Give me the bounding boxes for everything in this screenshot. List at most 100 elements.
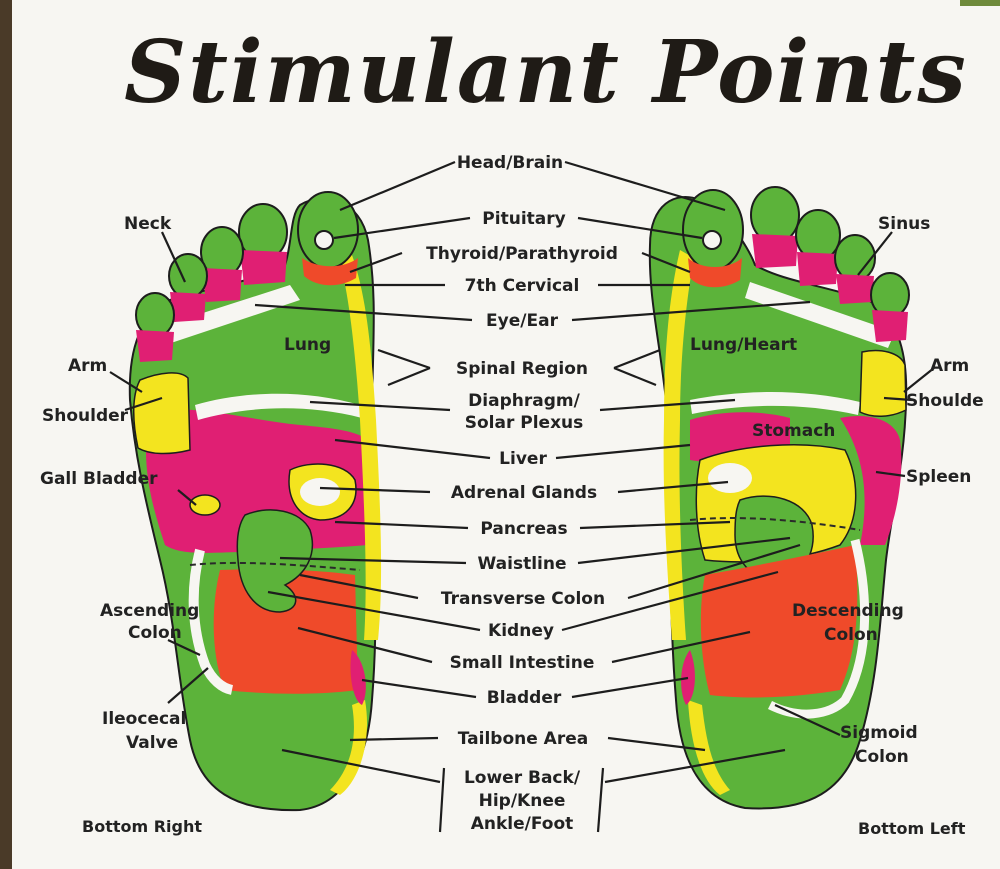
label-hip-knee: Hip/Knee: [479, 791, 566, 811]
label-ascending-colon: Colon: [128, 623, 182, 643]
label-neck: Neck: [124, 214, 172, 234]
left-spine-edge: [340, 255, 382, 640]
leader-diaphragm-right: [599, 398, 736, 412]
left-toe-3-band: [202, 268, 242, 302]
label-stomach: Stomach: [752, 421, 835, 441]
right-waistline: [689, 517, 861, 531]
leader-gall-bladder: [177, 489, 197, 506]
leader-liver-right: [555, 443, 691, 460]
right-adrenal-gland: [708, 463, 752, 493]
left-toe-4-band: [170, 292, 206, 322]
right-big-toe: [682, 189, 744, 271]
caption-bottom-left: Bottom Left: [858, 819, 966, 838]
leader-arm-left: [109, 371, 143, 393]
leader-transverse-right: [627, 543, 801, 600]
right-toe-3-band: [797, 252, 838, 286]
lowerback-bracket-left: [438, 767, 446, 833]
label-adrenal-glands: Adrenal Glands: [451, 483, 597, 503]
leader-lowerback-right: [604, 748, 786, 784]
leader-head-left: [339, 160, 456, 212]
leader-neck: [161, 231, 186, 283]
left-lung-divider: [150, 285, 300, 345]
leader-eye-right: [571, 300, 811, 322]
leader-adrenal-right: [617, 480, 729, 494]
label-diaphragm-2: Solar Plexus: [465, 413, 584, 433]
label-descending-colon: Colon: [824, 625, 878, 645]
label-arm-left: Arm: [68, 356, 107, 376]
leader-tailbone-left: [349, 736, 439, 742]
left-pancreas: [236, 509, 314, 613]
caption-bottom-right: Bottom Right: [82, 817, 202, 836]
label-ascending: Ascending: [100, 601, 199, 621]
label-transverse-colon: Transverse Colon: [441, 589, 605, 609]
right-side-labels: Sinus Lung/Heart Arm Shoulde Stomach Spl…: [690, 214, 984, 838]
left-diaphragm-line: [195, 393, 362, 420]
left-side-labels: Neck Lung Arm Shoulder Gall Bladder Asce…: [40, 214, 331, 836]
right-toe-4: [834, 234, 876, 282]
leader-waistline-right: [577, 536, 791, 565]
leader-arm-right: [903, 367, 935, 393]
right-lung-divider: [745, 282, 895, 348]
right-colon-path: [767, 538, 870, 719]
leader-adrenal-left: [319, 486, 431, 494]
right-tailbone-edge: [688, 700, 730, 795]
leader-spleen: [875, 470, 906, 478]
right-toe-4-band: [836, 274, 874, 304]
left-adrenal-gland: [300, 478, 340, 506]
label-spleen: Spleen: [906, 467, 971, 487]
label-descending: Descending: [792, 601, 904, 621]
leader-pituitary-right: [577, 216, 703, 240]
left-shoulder-zone: [132, 372, 191, 455]
label-7th-cervical: 7th Cervical: [465, 276, 580, 296]
left-gall-bladder: [189, 494, 221, 516]
leader-thyroid-left: [349, 251, 403, 274]
label-sinus: Sinus: [878, 214, 930, 234]
left-foot: [128, 191, 382, 812]
label-ileocecal: Ileocecal: [102, 709, 186, 729]
leader-lowerback-left: [281, 748, 441, 784]
leader-transverse-left: [299, 573, 419, 600]
left-waistline: [189, 561, 361, 571]
center-labels: Head/Brain Pituitary Thyroid/Parathyroid…: [426, 153, 618, 834]
leader-diaphragm-left: [309, 400, 451, 412]
leader-eye-left: [254, 303, 473, 322]
right-diaphragm-line: [690, 392, 860, 415]
label-shoulder-left: Shoulder: [42, 406, 129, 426]
label-ileocecal-valve: Valve: [126, 733, 178, 753]
label-head-brain: Head/Brain: [457, 153, 563, 173]
label-lung: Lung: [284, 335, 331, 355]
left-small-intestine: [213, 569, 358, 694]
leader-tailbone-right: [607, 736, 706, 752]
left-bladder: [350, 650, 366, 705]
label-pancreas: Pancreas: [480, 519, 567, 539]
label-ankle-foot: Ankle/Foot: [471, 814, 574, 834]
leader-spinal-left: [377, 348, 431, 387]
label-thyroid: Thyroid/Parathyroid: [426, 244, 618, 264]
right-spleen-zone: [840, 416, 902, 545]
label-kidney: Kidney: [488, 621, 554, 641]
leader-bladder-right: [571, 676, 689, 699]
leader-shoulder-right: [883, 396, 913, 402]
right-shoulder-zone: [859, 349, 907, 417]
label-diaphragm-1: Diaphragm/: [468, 391, 580, 411]
page-title: Stimulant Points: [124, 22, 968, 123]
leader-kidney-right: [561, 570, 779, 632]
label-eye-ear: Eye/Ear: [486, 311, 559, 331]
top-edge-strip: [960, 0, 1000, 6]
leader-sigmoid: [774, 704, 841, 736]
label-small-intestine: Small Intestine: [450, 653, 595, 673]
label-spinal-region: Spinal Region: [456, 359, 588, 379]
leader-ascending: [167, 639, 201, 656]
leader-bladder-left: [361, 678, 477, 699]
leader-intestine-left: [297, 626, 433, 664]
leader-thyroid-right: [641, 251, 691, 274]
label-waistline: Waistline: [478, 554, 567, 574]
label-sigmoid: Sigmoid: [840, 723, 918, 743]
left-pituitary-point: [314, 230, 334, 250]
right-toe-5-band: [872, 310, 908, 342]
leader-waistline-left: [279, 556, 467, 565]
label-sigmoid-colon: Colon: [855, 747, 909, 767]
right-big-toe-band: [688, 258, 742, 288]
left-colon-path: [188, 548, 234, 695]
